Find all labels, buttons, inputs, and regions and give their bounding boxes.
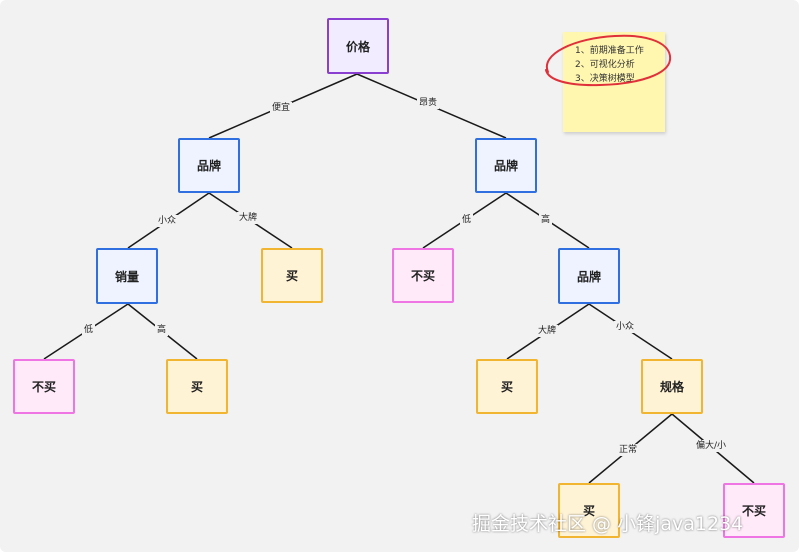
leaf-nobuy-biased[interactable]: 不买 bbox=[723, 483, 785, 538]
node-label: 买 bbox=[500, 380, 513, 394]
node-label: 销量 bbox=[114, 269, 139, 284]
node-spec[interactable]: 规格 bbox=[641, 359, 703, 414]
edge-label-niche-2: 小众 bbox=[614, 321, 637, 333]
node-label: 品牌 bbox=[493, 159, 518, 173]
edge-label-low: 低 bbox=[460, 214, 474, 226]
node-label: 不买 bbox=[741, 504, 766, 518]
node-brand-high[interactable]: 品牌 bbox=[558, 248, 620, 304]
node-brand-left[interactable]: 品牌 bbox=[178, 138, 240, 193]
node-label: 买 bbox=[285, 269, 298, 283]
node-sales[interactable]: 销量 bbox=[96, 248, 158, 304]
note-line-1: 1、前期准备工作 bbox=[575, 46, 644, 56]
leaf-nobuy-low[interactable]: 不买 bbox=[392, 248, 454, 303]
leaf-buy-sales-high[interactable]: 买 bbox=[166, 359, 228, 414]
leaf-buy-normal[interactable]: 买 bbox=[558, 483, 620, 538]
node-label: 价格 bbox=[345, 39, 370, 54]
node-label: 品牌 bbox=[196, 159, 221, 173]
note-line-2: 2、可视化分析 bbox=[575, 60, 635, 70]
edge-label-niche: 小众 bbox=[156, 215, 179, 227]
node-label: 不买 bbox=[410, 269, 435, 283]
node-brand-right[interactable]: 品牌 bbox=[475, 138, 537, 193]
edge-label-bigbrand: 大牌 bbox=[237, 212, 260, 224]
leaf-buy-bigbrand[interactable]: 买 bbox=[261, 248, 323, 303]
edge-label-low-sales: 低 bbox=[82, 324, 96, 336]
edge-label-normal: 正常 bbox=[617, 444, 640, 456]
watermark: 掘金技术社区 @ 小锋java1234 bbox=[472, 513, 744, 535]
edge-label-bigbrand-2: 大牌 bbox=[536, 325, 559, 337]
node-label: 买 bbox=[190, 380, 203, 394]
sticky-note[interactable]: 1、前期准备工作 2、可视化分析 3、决策树模型 bbox=[563, 32, 665, 132]
leaf-nobuy-sales-low[interactable]: 不买 bbox=[13, 359, 75, 414]
node-label: 不买 bbox=[31, 380, 56, 394]
edge-label-high: 高 bbox=[539, 214, 553, 226]
node-label: 规格 bbox=[659, 380, 684, 394]
edge-label-biased: 偏大/小 bbox=[694, 440, 729, 452]
edge-label-expensive: 昂贵 bbox=[417, 97, 440, 109]
edge-label-high-sales: 高 bbox=[155, 324, 169, 336]
node-label: 品牌 bbox=[576, 269, 601, 284]
root-node-price[interactable]: 价格 bbox=[327, 18, 389, 74]
edge-label-cheap: 便宜 bbox=[270, 102, 293, 114]
node-label: 买 bbox=[582, 504, 595, 518]
note-line-3: 3、决策树模型 bbox=[575, 74, 635, 84]
leaf-buy-bigbrand-2[interactable]: 买 bbox=[476, 359, 538, 414]
